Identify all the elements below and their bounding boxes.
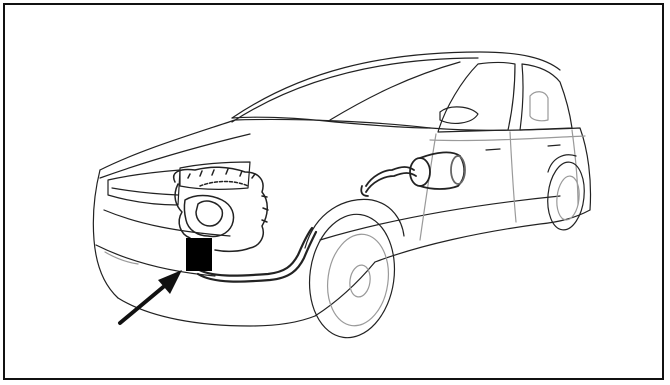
catalytic-converter-highlight: [186, 238, 212, 271]
muffler: [361, 152, 465, 196]
pointer-arrow: [120, 270, 182, 323]
rear-wheel: [545, 155, 588, 232]
front-wheel: [302, 199, 404, 343]
